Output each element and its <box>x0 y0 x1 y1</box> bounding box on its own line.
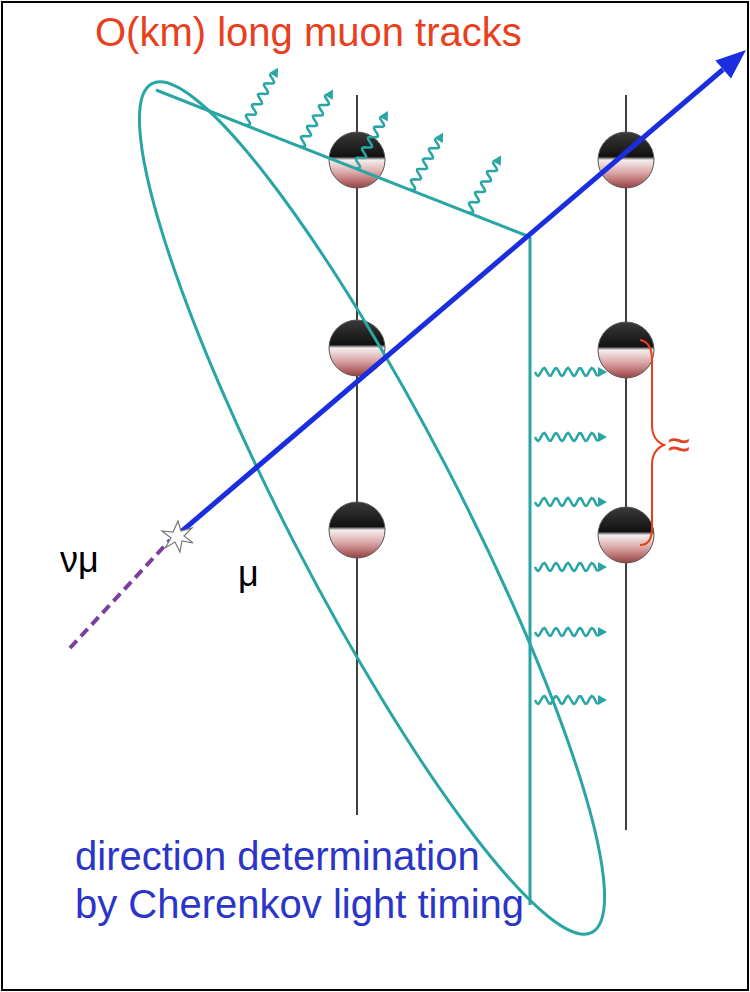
photon-arrowhead <box>598 497 607 507</box>
photon-wave <box>300 95 329 147</box>
cone-edge <box>529 237 532 905</box>
photon-arrowhead <box>324 89 333 99</box>
photon-arrowhead <box>269 68 278 78</box>
spacing-bracket <box>640 340 664 545</box>
particle-label: νμ <box>60 538 99 581</box>
detector-string <box>356 95 358 815</box>
photon-arrowhead <box>379 111 388 121</box>
photon-wave <box>535 368 598 376</box>
cherenkov-cone <box>77 45 668 972</box>
photon-wave <box>535 563 598 571</box>
photon-wave <box>245 74 274 126</box>
photon-arrows <box>245 68 607 705</box>
photon-wave <box>535 498 598 506</box>
optical-modules <box>329 132 654 563</box>
photon-wave <box>535 628 598 636</box>
photon-wave <box>355 117 384 168</box>
photon-wave <box>410 139 439 191</box>
interaction-vertex <box>162 521 193 552</box>
photon-wave <box>535 696 598 704</box>
photon-arrowhead <box>598 432 607 442</box>
photon-arrowhead <box>598 695 607 705</box>
photon-arrowhead <box>492 156 501 166</box>
optical-module <box>598 132 654 188</box>
optical-module <box>329 502 385 558</box>
cone-edge <box>156 90 530 237</box>
photon-arrowhead <box>598 627 607 637</box>
particle-label: μ <box>238 552 259 595</box>
muon-arrowhead <box>715 50 746 79</box>
photon-wave <box>535 433 598 441</box>
photon-wave <box>468 161 497 213</box>
muon-track <box>175 70 723 538</box>
photon-arrowhead <box>434 133 443 143</box>
detector-string <box>625 95 627 830</box>
photon-arrowhead <box>598 367 607 377</box>
approx-symbol: ≈ <box>668 420 690 468</box>
optical-module <box>598 507 654 563</box>
optical-module <box>598 322 654 378</box>
photon-arrowhead <box>598 562 607 572</box>
caption-text: direction determination by Cherenkov lig… <box>75 832 530 928</box>
heading-text: O(km) long muon tracks <box>95 8 522 56</box>
